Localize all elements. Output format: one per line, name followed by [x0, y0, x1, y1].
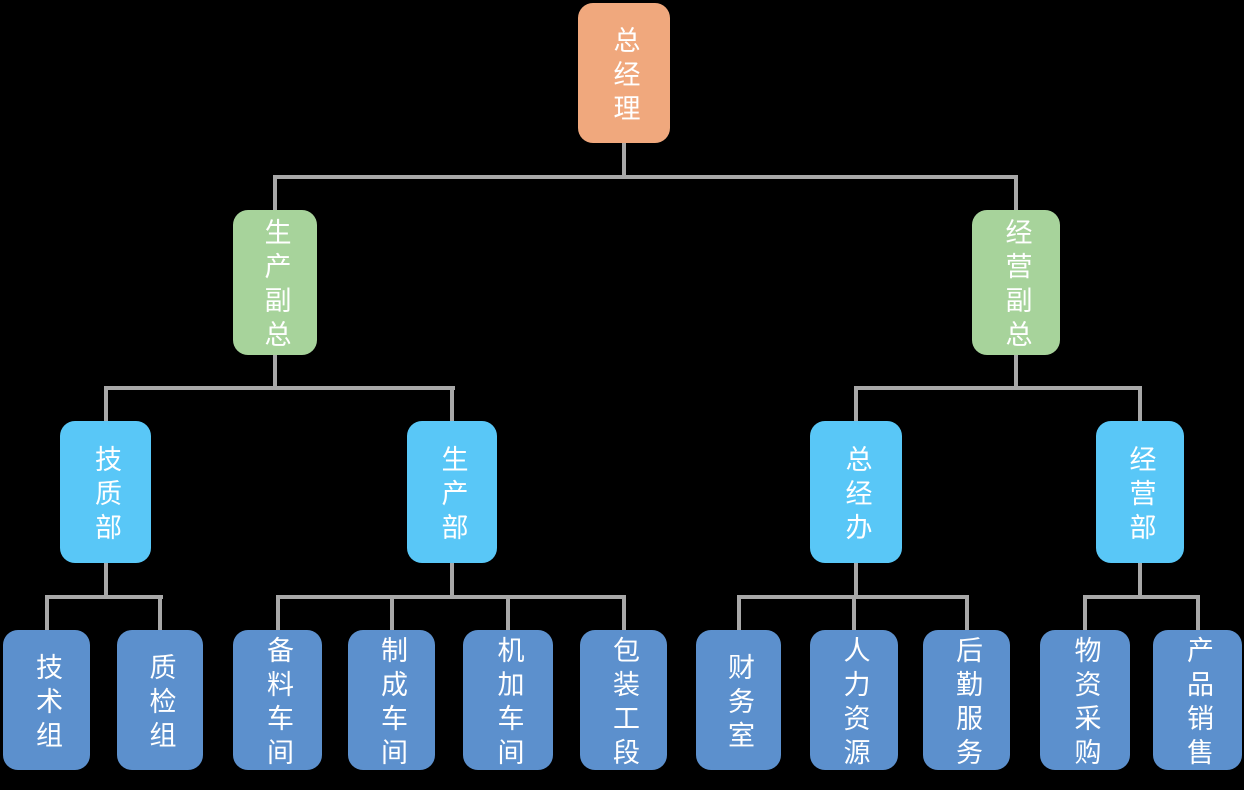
node-production-dept[interactable]: 生产部 [407, 421, 497, 563]
node-human-resources[interactable]: 人力资源 [810, 630, 898, 772]
connector-line [1083, 595, 1200, 599]
node-logistics-services[interactable]: 后勤服务 [923, 630, 1010, 772]
node-label: 生产部 [437, 444, 468, 547]
node-packaging-section[interactable]: 包装工段 [580, 630, 667, 772]
connector-line [104, 559, 108, 599]
node-label: 人力资源 [839, 635, 870, 772]
node-operations-vice-gm[interactable]: 经营副总 [972, 210, 1060, 355]
connector-line [276, 595, 280, 634]
connector-line [273, 175, 277, 214]
connector-line [1138, 559, 1142, 599]
node-label: 备料车间 [263, 635, 293, 772]
node-label: 制成车间 [377, 635, 407, 772]
node-gm-office[interactable]: 总经办 [810, 421, 902, 563]
connector-line [854, 386, 1142, 390]
connector-line [854, 559, 858, 599]
connector-line [1014, 351, 1018, 390]
connector-line [390, 595, 394, 634]
node-label: 后勤服务 [952, 635, 982, 772]
connector-line [45, 595, 163, 599]
connector-line [104, 386, 108, 425]
node-label: 技质部 [91, 444, 121, 547]
connector-line [1014, 175, 1018, 214]
connector-line [273, 175, 1018, 179]
connector-line [622, 139, 626, 179]
connector-line [1083, 595, 1087, 634]
connector-line [158, 595, 162, 634]
node-tech-quality-dept[interactable]: 技质部 [60, 421, 151, 563]
connector-line [852, 595, 856, 634]
node-quality-inspection-group[interactable]: 质检组 [117, 630, 203, 770]
node-label: 财务室 [724, 652, 754, 755]
connector-line [273, 351, 277, 390]
connector-line [1138, 386, 1142, 425]
connector-line [854, 386, 858, 425]
node-label: 包装工段 [609, 635, 639, 772]
connector-line [45, 595, 49, 634]
node-technical-group[interactable]: 技术组 [3, 630, 90, 770]
connector-line [450, 559, 454, 599]
connector-line [737, 595, 741, 634]
node-production-vice-gm[interactable]: 生产副总 [233, 210, 317, 355]
node-label: 产品销售 [1183, 635, 1213, 772]
connector-line [622, 595, 626, 634]
node-label: 生产副总 [260, 218, 291, 354]
node-label: 物资采购 [1070, 635, 1101, 772]
connector-line [104, 386, 455, 390]
node-label: 经营部 [1125, 444, 1156, 547]
node-label: 总经理 [609, 25, 640, 128]
node-label: 总经办 [841, 444, 872, 547]
node-operations-dept[interactable]: 经营部 [1096, 421, 1184, 563]
node-label: 经营副总 [1001, 218, 1032, 354]
node-finishing-workshop[interactable]: 制成车间 [348, 630, 435, 772]
node-product-sales[interactable]: 产品销售 [1153, 630, 1242, 772]
connector-line [450, 386, 454, 425]
node-label: 机加车间 [493, 635, 524, 772]
connector-line [1196, 595, 1200, 634]
node-material-prep-workshop[interactable]: 备料车间 [233, 630, 322, 772]
node-machining-workshop[interactable]: 机加车间 [463, 630, 553, 772]
node-label: 技术组 [32, 652, 62, 755]
node-label: 质检组 [145, 652, 176, 755]
connector-line [276, 595, 626, 599]
node-general-manager[interactable]: 总经理 [578, 3, 670, 143]
connector-line [965, 595, 969, 634]
node-finance-office[interactable]: 财务室 [696, 630, 781, 770]
node-material-procurement[interactable]: 物资采购 [1040, 630, 1130, 772]
connector-line [506, 595, 510, 634]
